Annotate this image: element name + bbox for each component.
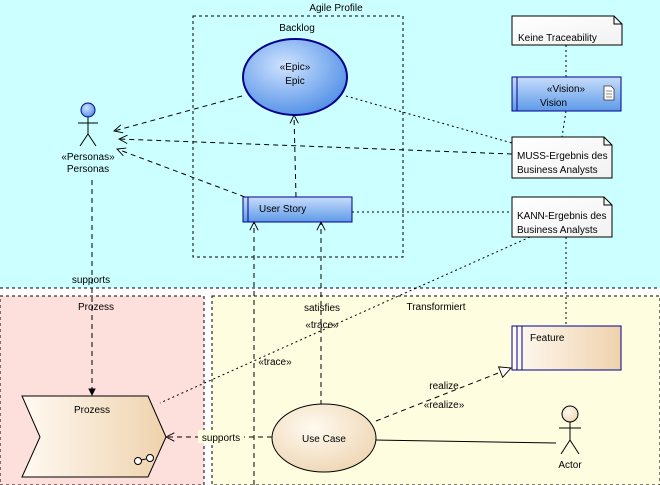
muss-ergebnis-note[interactable]: MUSS-Ergebnis des Business Analysts <box>511 136 613 179</box>
epic-element[interactable]: «Epic» Epic <box>242 38 348 116</box>
satisfies-label: satisfies <box>304 303 340 314</box>
vision-element[interactable]: «Vision» Vision <box>511 76 622 112</box>
vision-name: Vision <box>540 98 567 109</box>
realize-stereotype-label: «realize» <box>424 400 465 411</box>
backlog-title: Backlog <box>279 23 315 34</box>
backlog-package <box>192 15 404 258</box>
agile-profile-title: Agile Profile <box>309 3 363 14</box>
kann-line2: Business Analysts <box>517 225 598 236</box>
keine-traceability-note[interactable]: Keine Traceability <box>511 15 623 46</box>
usecase-realize-feature-connector <box>375 368 511 422</box>
trace-label-upper: «trace» <box>305 320 339 331</box>
epic-to-muss-connector <box>345 95 513 144</box>
process-goal-icon <box>134 454 154 465</box>
usecase-actor-association <box>375 439 557 444</box>
user-story-element[interactable]: User Story <box>242 196 353 223</box>
personas-name: Personas <box>67 164 109 175</box>
prozess-element[interactable]: Prozess <box>21 395 167 478</box>
userstory-to-personas-connector <box>117 149 246 198</box>
supports-label-top: supports <box>72 275 110 286</box>
personas-actor[interactable] <box>78 102 98 147</box>
epic-to-personas-connector <box>114 95 243 131</box>
kann-line1: KANN-Ergebnis des <box>517 211 606 222</box>
document-icon <box>603 85 615 101</box>
kann-ergebnis-note[interactable]: KANN-Ergebnis des Business Analysts <box>511 196 613 238</box>
connectors <box>88 45 567 485</box>
prozess-element-name: Prozess <box>74 405 110 416</box>
personas-stereotype: «Personas» <box>61 152 115 163</box>
muss-to-personas-connector <box>119 139 513 155</box>
actor-name: Actor <box>558 460 582 471</box>
muss-line2: Business Analysts <box>517 165 598 176</box>
epic-stereotype: «Epic» <box>280 62 311 73</box>
use-case-element[interactable]: Use Case <box>271 403 377 473</box>
feature-name: Feature <box>530 333 565 344</box>
keine-traceability-text: Keine Traceability <box>518 33 597 44</box>
feature-element[interactable]: Feature <box>511 325 622 371</box>
actor-element[interactable] <box>559 405 581 455</box>
epic-name: Epic <box>285 76 304 87</box>
muss-line1: MUSS-Ergebnis des <box>517 151 608 162</box>
user-story-name: User Story <box>259 204 306 215</box>
realize-label: realize <box>429 381 459 392</box>
supports-label-bottom: supports <box>202 433 240 444</box>
use-case-name: Use Case <box>302 434 346 445</box>
vision-stereotype: «Vision» <box>547 84 586 95</box>
trace-label-lower: «trace» <box>258 357 292 368</box>
vision-to-muss-connector <box>561 110 567 138</box>
userstory-to-epic-connector <box>294 115 296 198</box>
transformiert-region-title: Transformiert <box>406 302 465 313</box>
prozess-region-title: Prozess <box>78 302 114 313</box>
